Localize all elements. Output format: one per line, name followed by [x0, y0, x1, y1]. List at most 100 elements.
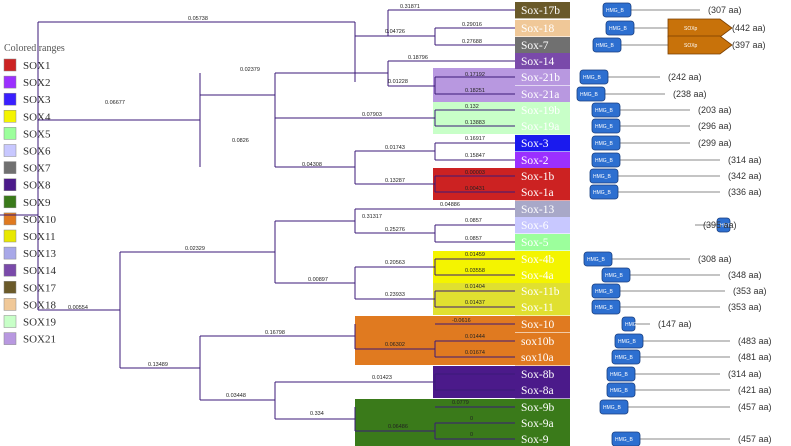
taxon-color-box-sox-21b — [515, 69, 570, 86]
taxon-label-sox-10: Sox-10 — [521, 319, 554, 331]
domain-diagram-sox-9: HMG_B(457 aa) — [611, 431, 772, 446]
legend-label-sox11: SOX11 — [23, 231, 56, 243]
taxon-color-box-sox-10 — [515, 316, 570, 333]
protein-length-label: (481 aa) — [738, 352, 772, 362]
protein-length-label: (342 aa) — [728, 171, 762, 181]
branch-length-label: 0.03448 — [226, 393, 246, 399]
taxon-label-sox-11: Sox-11 — [521, 302, 554, 314]
protein-length-label: (307 aa) — [708, 5, 742, 15]
branch-length-label: 0.0857 — [465, 218, 482, 224]
branch-length-label: 0.02329 — [185, 246, 205, 252]
taxon-label-sox-14: Sox-14 — [521, 56, 554, 68]
domain-diagram-sox-8a: HMG_B(421 aa) — [606, 382, 772, 398]
clade-range-band — [433, 251, 515, 283]
branch-length-label: 0.01404 — [465, 284, 485, 290]
protein-length-label: (203 aa) — [698, 105, 732, 115]
branch-length-label: 0.29016 — [462, 22, 482, 28]
sox-c-domain — [667, 35, 733, 55]
legend-swatch-sox11 — [3, 229, 17, 243]
taxon-label-sox-8b: Sox-8b — [521, 369, 554, 381]
branch-length-label: 0.18251 — [465, 88, 485, 94]
hmg-box-domain — [611, 349, 641, 365]
taxon-color-box-sox-7 — [515, 37, 570, 54]
legend-swatch-sox18 — [3, 298, 17, 311]
hmg-box-domain — [621, 316, 636, 332]
taxon-color-box-sox-19a — [515, 118, 570, 135]
taxon-color-box-sox-6 — [515, 217, 570, 234]
legend-swatch-sox9 — [3, 195, 17, 209]
domain-diagram-sox10a: HMG_B(481 aa) — [611, 349, 772, 365]
taxon-color-box-sox-3 — [515, 135, 570, 152]
taxon-label-sox-7: Sox-7 — [521, 40, 549, 52]
hmg-box-domain — [591, 283, 621, 299]
protein-length-label: (483 aa) — [738, 336, 772, 346]
hmg-box-label: HMG — [625, 322, 637, 328]
taxon-label-sox10a: sox10a — [521, 352, 554, 364]
protein-length-label: (147 aa) — [658, 319, 692, 329]
protein-length-label: (353 aa) — [733, 286, 767, 296]
branch-length-label: 0.01459 — [465, 252, 485, 258]
branch-length-label: 0.01437 — [465, 300, 485, 306]
hmg-box-label: HMG_B — [583, 75, 601, 81]
taxon-label-sox-13: Sox-13 — [521, 204, 554, 216]
taxon-label-sox-9a: Sox-9a — [521, 418, 554, 430]
legend-label-sox1: SOX1 — [23, 60, 51, 72]
sox-c-domain-label: SOXp — [684, 26, 698, 32]
hmg-box-domain — [576, 86, 606, 102]
taxon-label-sox-19a: Sox-19a — [521, 121, 559, 133]
taxon-color-box-sox-11 — [515, 299, 570, 316]
taxon-label-sox-2: Sox-2 — [521, 155, 549, 167]
taxon-color-box-sox-9 — [515, 431, 570, 446]
sox-c-domain-label: SOXp — [684, 43, 698, 49]
hmg-box-domain — [602, 2, 632, 18]
branch-length-label: 0.02379 — [240, 67, 260, 73]
legend-swatch-sox5 — [3, 127, 17, 140]
branch-length-label: 0.132 — [465, 104, 479, 110]
branch-length-label: 0.06486 — [388, 424, 408, 430]
taxon-color-box-sox10b — [515, 333, 570, 350]
hmg-box-label: HMG_B — [587, 257, 605, 263]
clade-range-band — [433, 283, 515, 315]
hmg-box-domain — [599, 399, 629, 415]
hmg-box-label: HMG_B — [609, 26, 627, 32]
protein-length-label: (314 aa) — [728, 155, 762, 165]
hmg-box-domain — [601, 267, 631, 283]
legend-swatch-sox14 — [3, 263, 17, 277]
hmg-box-label: HMG_B — [595, 305, 613, 311]
hmg-box-domain — [591, 118, 621, 134]
legend-swatch-sox1 — [3, 58, 17, 72]
protein-length-label: (397 aa) — [732, 40, 766, 50]
clade-range-band — [433, 168, 515, 200]
hmg-box-domain — [589, 184, 619, 200]
hmg-box-label: HMG_B — [595, 158, 613, 164]
branch-length-labels: 0.057380.318710.047260.290160.276880.023… — [68, 4, 485, 438]
branch-length-label: 0.06677 — [105, 100, 125, 106]
legend-swatch-sox3 — [3, 92, 17, 106]
hmg-box-domain — [592, 37, 622, 53]
branch-length-label: 0.17192 — [465, 72, 485, 78]
taxon-label-sox10b: sox10b — [521, 336, 554, 348]
branch-length-label: 0.05738 — [188, 16, 208, 22]
legend-label-sox19: SOX19 — [23, 317, 57, 329]
taxon-label-sox-11b: Sox-11b — [521, 286, 560, 298]
legend-label-sox4: SOX4 — [23, 111, 51, 123]
legend-label-sox21: SOX21 — [23, 334, 56, 346]
branch-length-label: 0.13883 — [465, 120, 485, 126]
clade-range-band — [433, 68, 515, 102]
taxon-color-box-sox-1b — [515, 168, 570, 185]
domain-diagram-sox-8b: HMG_B(314 aa) — [606, 366, 762, 382]
taxon-label-sox-6: Sox-6 — [521, 220, 549, 232]
domain-diagram-sox-19a: HMG_B(296 aa) — [591, 118, 732, 134]
branch-length-label: -0.0616 — [452, 318, 471, 324]
hmg-box-label: HMG — [720, 223, 732, 229]
taxon-color-box-sox-4a — [515, 267, 570, 284]
taxon-label-sox-17b: Sox-17b — [521, 5, 560, 17]
legend-swatch-sox8 — [3, 178, 17, 191]
protein-length-label: (314 aa) — [728, 369, 762, 379]
branch-length-label: 0 — [470, 416, 473, 422]
protein-length-label: (296 aa) — [698, 121, 732, 131]
legend-label-sox5: SOX5 — [23, 128, 51, 140]
legend-swatch-sox21 — [3, 332, 17, 345]
branch-length-label: 0.27688 — [462, 39, 482, 45]
clade-range-band — [433, 102, 515, 134]
